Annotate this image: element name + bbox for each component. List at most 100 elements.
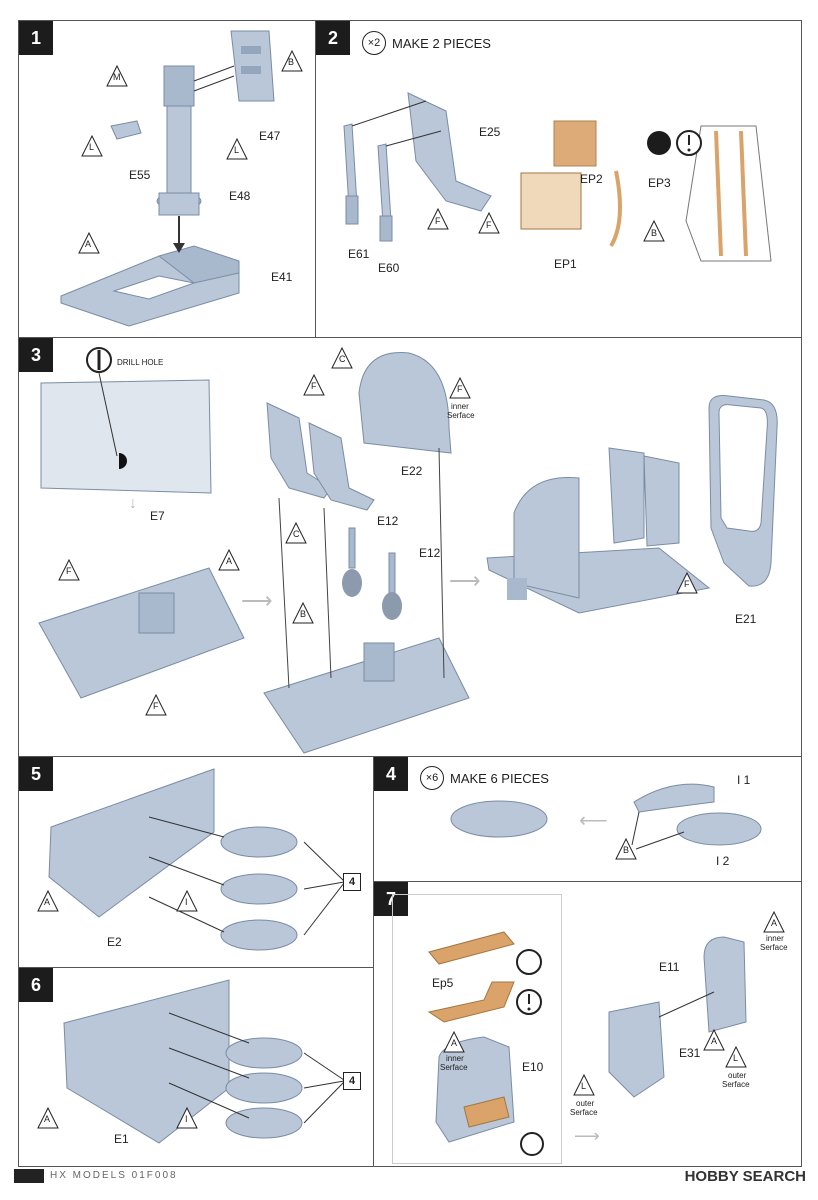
- step-2-panel: 2 ×2 MAKE 2 PIECES E25 F F E61 E60 EP2 E…: [315, 20, 802, 338]
- step-number: 4: [374, 757, 408, 791]
- label-a: A: [44, 1114, 51, 1124]
- step-title: MAKE 2 PIECES: [392, 35, 491, 51]
- label-l1: L: [89, 142, 95, 152]
- label-l1: L: [733, 1053, 739, 1063]
- inner-label-1: inner: [446, 1054, 464, 1063]
- step-number: 3: [19, 338, 53, 372]
- page-footer: HX MODELS 01F008 HOBBY SEARCH: [0, 1168, 818, 1200]
- step-5-panel: 5 A I E2 4: [18, 756, 374, 968]
- drill-hole-label: DRILL HOLE: [117, 358, 164, 367]
- step-number: 6: [19, 968, 53, 1002]
- part-ep1: EP1: [554, 257, 577, 271]
- label-l2: L: [234, 145, 240, 155]
- step-6-panel: 6 A I E1 4: [18, 967, 374, 1167]
- label-a3: A: [711, 1036, 718, 1046]
- part-ep2: EP2: [580, 172, 603, 186]
- svg-text:⟶: ⟶: [449, 568, 481, 593]
- label-f1: F: [311, 381, 317, 391]
- step-number: 1: [19, 21, 53, 55]
- step-1-illustration: [60, 30, 303, 327]
- step-number: 2: [316, 21, 350, 55]
- serface-label: Serface: [447, 411, 475, 420]
- label-a1: A: [451, 1038, 458, 1048]
- step-number: 7: [374, 882, 408, 916]
- outer-label-2: outer: [576, 1099, 595, 1108]
- step-4-header: ×6 MAKE 6 PIECES: [420, 766, 549, 790]
- label-b: B: [300, 609, 307, 619]
- part-e55: E55: [129, 168, 151, 182]
- step-title: MAKE 6 PIECES: [450, 770, 549, 786]
- part-e7: E7: [150, 509, 165, 523]
- etch-subframe: [392, 894, 562, 1164]
- label-m: M: [113, 72, 121, 82]
- brand-logo-icon: [14, 1169, 44, 1183]
- step-2-header: ×2 MAKE 2 PIECES: [362, 31, 491, 55]
- label-b: B: [651, 228, 658, 238]
- step-5-illustration: [37, 768, 345, 951]
- step-4-panel: 4 ×6 MAKE 6 PIECES ⟵ I 1 I 2 B: [373, 756, 802, 882]
- step-7-illustration: ⟶: [427, 910, 785, 1156]
- part-e48: E48: [229, 189, 251, 203]
- label-c1: C: [339, 354, 346, 364]
- part-e21: E21: [735, 612, 757, 626]
- svg-text:⟶: ⟶: [574, 1126, 600, 1146]
- step-2-illustration: [343, 92, 772, 262]
- part-e12b: E12: [419, 546, 441, 560]
- label-a: A: [226, 556, 233, 566]
- step-ref-4: 4: [343, 873, 361, 891]
- part-i1: I 1: [737, 773, 751, 787]
- part-e10: E10: [522, 1060, 544, 1074]
- part-ep5: Ep5: [432, 976, 454, 990]
- part-e11: E11: [659, 960, 680, 974]
- step-1-panel: 1 M B L L A E47 E55 E48 E41: [18, 20, 316, 338]
- label-c2: C: [293, 529, 300, 539]
- part-ep3: EP3: [648, 176, 671, 190]
- svg-text:⟶: ⟶: [241, 588, 273, 613]
- label-f3: F: [66, 566, 72, 576]
- label-f1: F: [435, 216, 441, 226]
- part-i2: I 2: [716, 854, 730, 868]
- part-e25: E25: [479, 125, 501, 139]
- part-e60: E60: [378, 261, 400, 275]
- outer-label-1: outer: [728, 1071, 747, 1080]
- step-3-illustration: ↓ ⟶ ⟶: [38, 346, 778, 754]
- label-f2: F: [486, 220, 492, 230]
- svg-text:⟵: ⟵: [579, 810, 608, 832]
- step-7-panel: 7 ⟶ Ep5 A inner Serface E10 A inner Serf…: [373, 881, 802, 1167]
- label-i: I: [185, 897, 188, 907]
- label-a: A: [44, 897, 51, 907]
- step-3-panel: 3 ↓ ⟶ ⟶: [18, 337, 802, 757]
- serface-label-1: Serface: [440, 1063, 468, 1072]
- part-e22: E22: [401, 464, 423, 478]
- part-e47: E47: [259, 129, 281, 143]
- footer-brand-text: HX MODELS 01F008: [50, 1170, 178, 1181]
- step-number: 5: [19, 757, 53, 791]
- label-i: I: [185, 1114, 188, 1124]
- serface-label-4: Serface: [570, 1108, 598, 1117]
- serface-label-2: Serface: [760, 943, 788, 952]
- part-e31: E31: [679, 1046, 701, 1060]
- step-ref-4: 4: [343, 1072, 361, 1090]
- serface-label-3: Serface: [722, 1080, 750, 1089]
- label-b: B: [288, 57, 295, 67]
- inner-label: inner: [451, 402, 469, 411]
- part-e12a: E12: [377, 514, 399, 528]
- part-e41: E41: [271, 270, 293, 284]
- watermark-text: HOBBY SEARCH: [684, 1168, 806, 1185]
- multiplier-badge: ×2: [362, 31, 386, 55]
- step-4-illustration: ⟵: [450, 783, 762, 860]
- step-6-illustration: [37, 979, 345, 1144]
- part-e2: E2: [107, 935, 122, 949]
- label-b: B: [623, 845, 630, 855]
- inner-label-2: inner: [766, 934, 784, 943]
- label-a: A: [85, 239, 92, 249]
- part-e61: E61: [348, 247, 370, 261]
- label-l2: L: [581, 1081, 587, 1091]
- label-f5: F: [684, 579, 690, 589]
- label-a2: A: [771, 918, 778, 928]
- label-f2: F: [457, 384, 463, 394]
- multiplier-badge: ×6: [420, 766, 444, 790]
- part-e1: E1: [114, 1132, 129, 1146]
- label-f4: F: [153, 701, 159, 711]
- svg-text:↓: ↓: [129, 495, 137, 512]
